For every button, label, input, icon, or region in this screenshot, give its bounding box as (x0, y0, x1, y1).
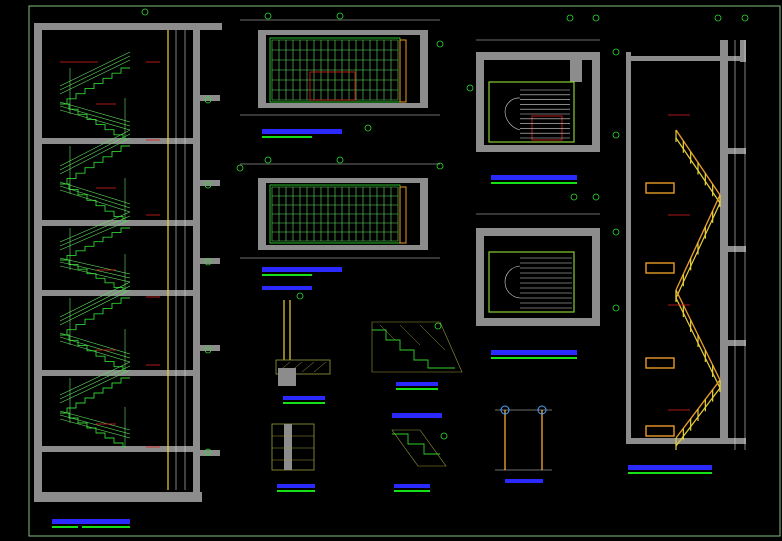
plan-top-2 (236, 156, 444, 290)
section-right (626, 14, 749, 474)
detail-step-profile (371, 321, 463, 418)
detail-handrail-posts (495, 405, 552, 483)
section-left-title-bar (52, 519, 130, 524)
left-flight-2 (59, 211, 131, 292)
plan-top-1 (240, 12, 444, 138)
left-flight-0 (59, 51, 131, 140)
detail-railing-base (275, 292, 331, 404)
plan-right-2 (476, 193, 620, 359)
plan-right-1 (466, 14, 620, 184)
left-flight-1 (59, 129, 131, 222)
right-flight-3 (645, 379, 721, 450)
left-flight-4 (59, 361, 131, 448)
right-flight-0 (645, 129, 721, 207)
section-left-annotations (60, 61, 160, 448)
section-left (34, 8, 222, 528)
detail-tread (391, 429, 448, 492)
left-flight-3 (59, 281, 131, 372)
drawing-frame (28, 5, 781, 537)
right-flight-1 (645, 194, 721, 302)
detail-wall-block (271, 423, 315, 492)
